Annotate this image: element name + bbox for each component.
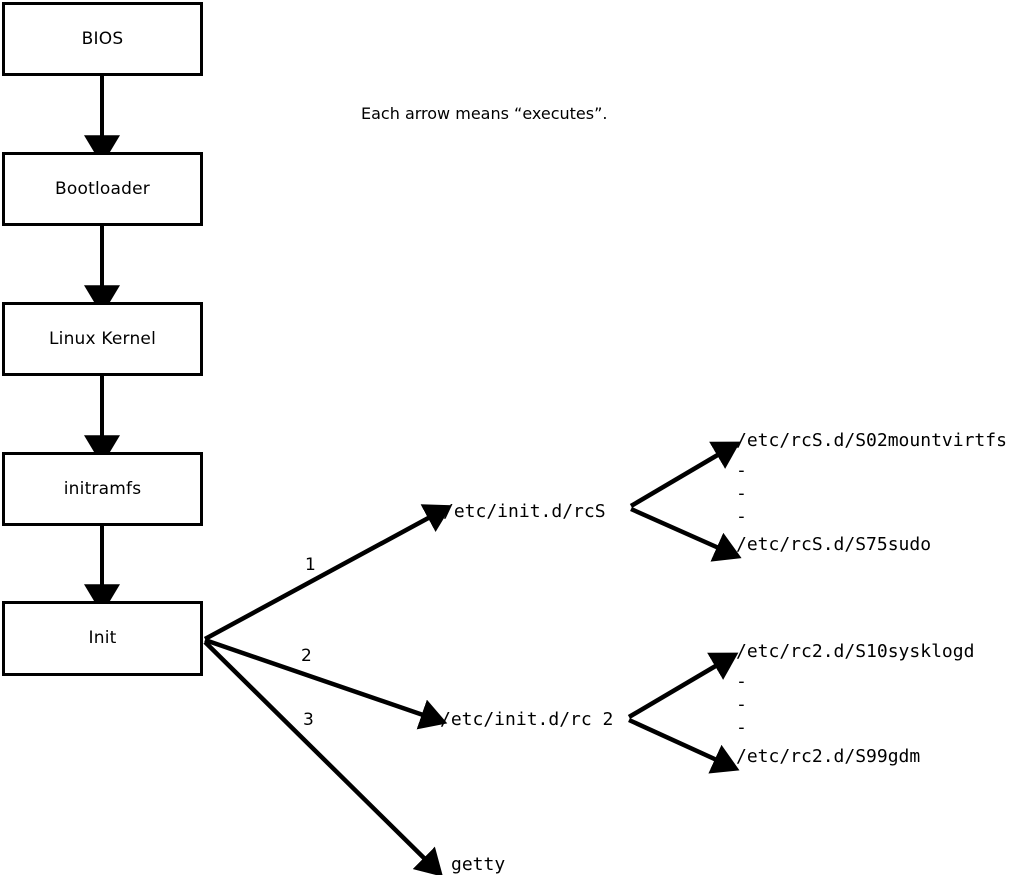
rc2-ellipsis-dash-1: -: [736, 671, 747, 692]
rc2-branch-arrow-first: [627, 652, 739, 719]
rc2-ellipsis-dash-3: -: [736, 717, 747, 738]
target-label-getty[interactable]: getty: [451, 854, 506, 875]
rcs-script-first[interactable]: /etc/rcS.d/S02mountvirtfs: [736, 430, 1007, 451]
init-branch-arrow-2: [204, 637, 448, 730]
target-label-rc2[interactable]: /etc/init.d/rc 2: [440, 709, 614, 730]
target-label-rcs[interactable]: /etc/init.d/rcS: [443, 501, 606, 522]
legend-caption: Each arrow means “executes”.: [361, 104, 608, 123]
rcs-ellipsis-dash-3: -: [736, 506, 747, 527]
node-box-linux-kernel[interactable]: Linux Kernel: [2, 302, 203, 376]
node-label-initramfs: initramfs: [63, 478, 142, 499]
node-box-initramfs[interactable]: initramfs: [2, 452, 203, 526]
rc2-branch-arrow-last: [628, 717, 740, 774]
branch-number-3: 3: [303, 710, 314, 730]
node-label-init: Init: [88, 628, 117, 648]
init-branch-arrow-1: [203, 504, 452, 641]
node-label-bootloader: Bootloader: [55, 178, 150, 199]
node-box-init[interactable]: Init: [2, 601, 203, 676]
rc2-ellipsis-dash-2: -: [736, 694, 747, 715]
init-branch-arrow-3: [203, 640, 444, 875]
rcs-ellipsis-dash-2: -: [736, 483, 747, 504]
rc2-script-last[interactable]: /etc/rc2.d/S99gdm: [736, 746, 921, 767]
rcs-script-last[interactable]: /etc/rcS.d/S75sudo: [736, 534, 932, 555]
branch-number-1: 1: [305, 555, 316, 575]
node-label-linux-kernel: Linux Kernel: [48, 328, 156, 349]
node-label-bios: BIOS: [81, 28, 124, 49]
rc2-script-first[interactable]: /etc/rc2.d/S10sysklogd: [736, 641, 975, 662]
rcs-ellipsis-dash-1: -: [736, 460, 747, 481]
rcs-branch-arrow-first: [629, 441, 741, 508]
node-box-bios[interactable]: BIOS: [2, 2, 203, 76]
branch-number-2: 2: [301, 646, 312, 666]
node-box-bootloader[interactable]: Bootloader: [2, 152, 203, 226]
rcs-branch-arrow-last: [630, 506, 742, 562]
